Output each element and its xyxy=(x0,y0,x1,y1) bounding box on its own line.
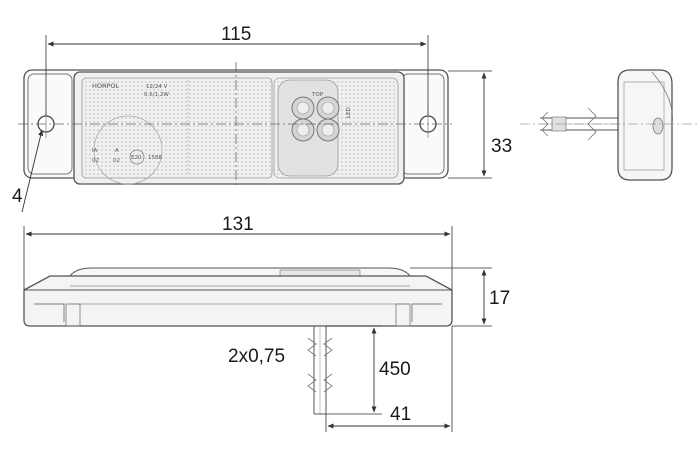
power-label: 0,6/1,2W xyxy=(144,92,169,98)
front-view-body xyxy=(23,275,453,327)
code3-label: A xyxy=(115,148,119,154)
dim-41-label: 41 xyxy=(390,404,411,425)
led-cluster xyxy=(277,79,340,177)
approval-label: E20 xyxy=(131,155,142,161)
approval-number: 1588 xyxy=(148,155,162,161)
dimension-33: 33 xyxy=(448,70,512,179)
code4-label: 02 xyxy=(113,158,120,164)
dimension-17: 17 xyxy=(410,267,510,327)
dimension-41: 41 xyxy=(325,326,453,432)
led-label: LED xyxy=(346,107,352,118)
code2-label: 02 xyxy=(92,158,99,164)
dim-115-label: 115 xyxy=(221,24,251,45)
dimension-4: 4 xyxy=(12,129,44,213)
end-view-body xyxy=(617,69,673,181)
top-label: TOP xyxy=(311,92,324,98)
end-view xyxy=(520,69,700,181)
dim-17-label: 17 xyxy=(489,288,510,309)
voltage-label: 12/24 V xyxy=(146,84,168,90)
dim-450-label: 450 xyxy=(379,359,411,380)
front-view-cable xyxy=(307,326,333,415)
dim-131-label: 131 xyxy=(222,214,254,235)
dimension-131: 131 xyxy=(23,214,453,290)
brand-label: HORPOL xyxy=(92,82,120,90)
left-foot xyxy=(65,303,81,327)
dim-4-label: 4 xyxy=(12,186,23,207)
dim-33-label: 33 xyxy=(491,136,512,157)
right-foot xyxy=(395,303,411,327)
end-view-lens xyxy=(652,117,664,135)
lens-dotted-area xyxy=(81,77,273,179)
dimension-115: 115 xyxy=(45,24,429,115)
top-view: HORPOL 12/24 V 0,6/1,2W TOP LED IA 02 A … xyxy=(18,62,452,188)
code1-label: IA xyxy=(92,148,98,154)
front-view xyxy=(23,267,453,327)
wire-spec-label: 2x0,75 xyxy=(228,346,285,367)
approval-circle xyxy=(129,149,145,165)
dimension-450: 450 xyxy=(326,325,411,415)
reflector-circle xyxy=(93,115,163,185)
